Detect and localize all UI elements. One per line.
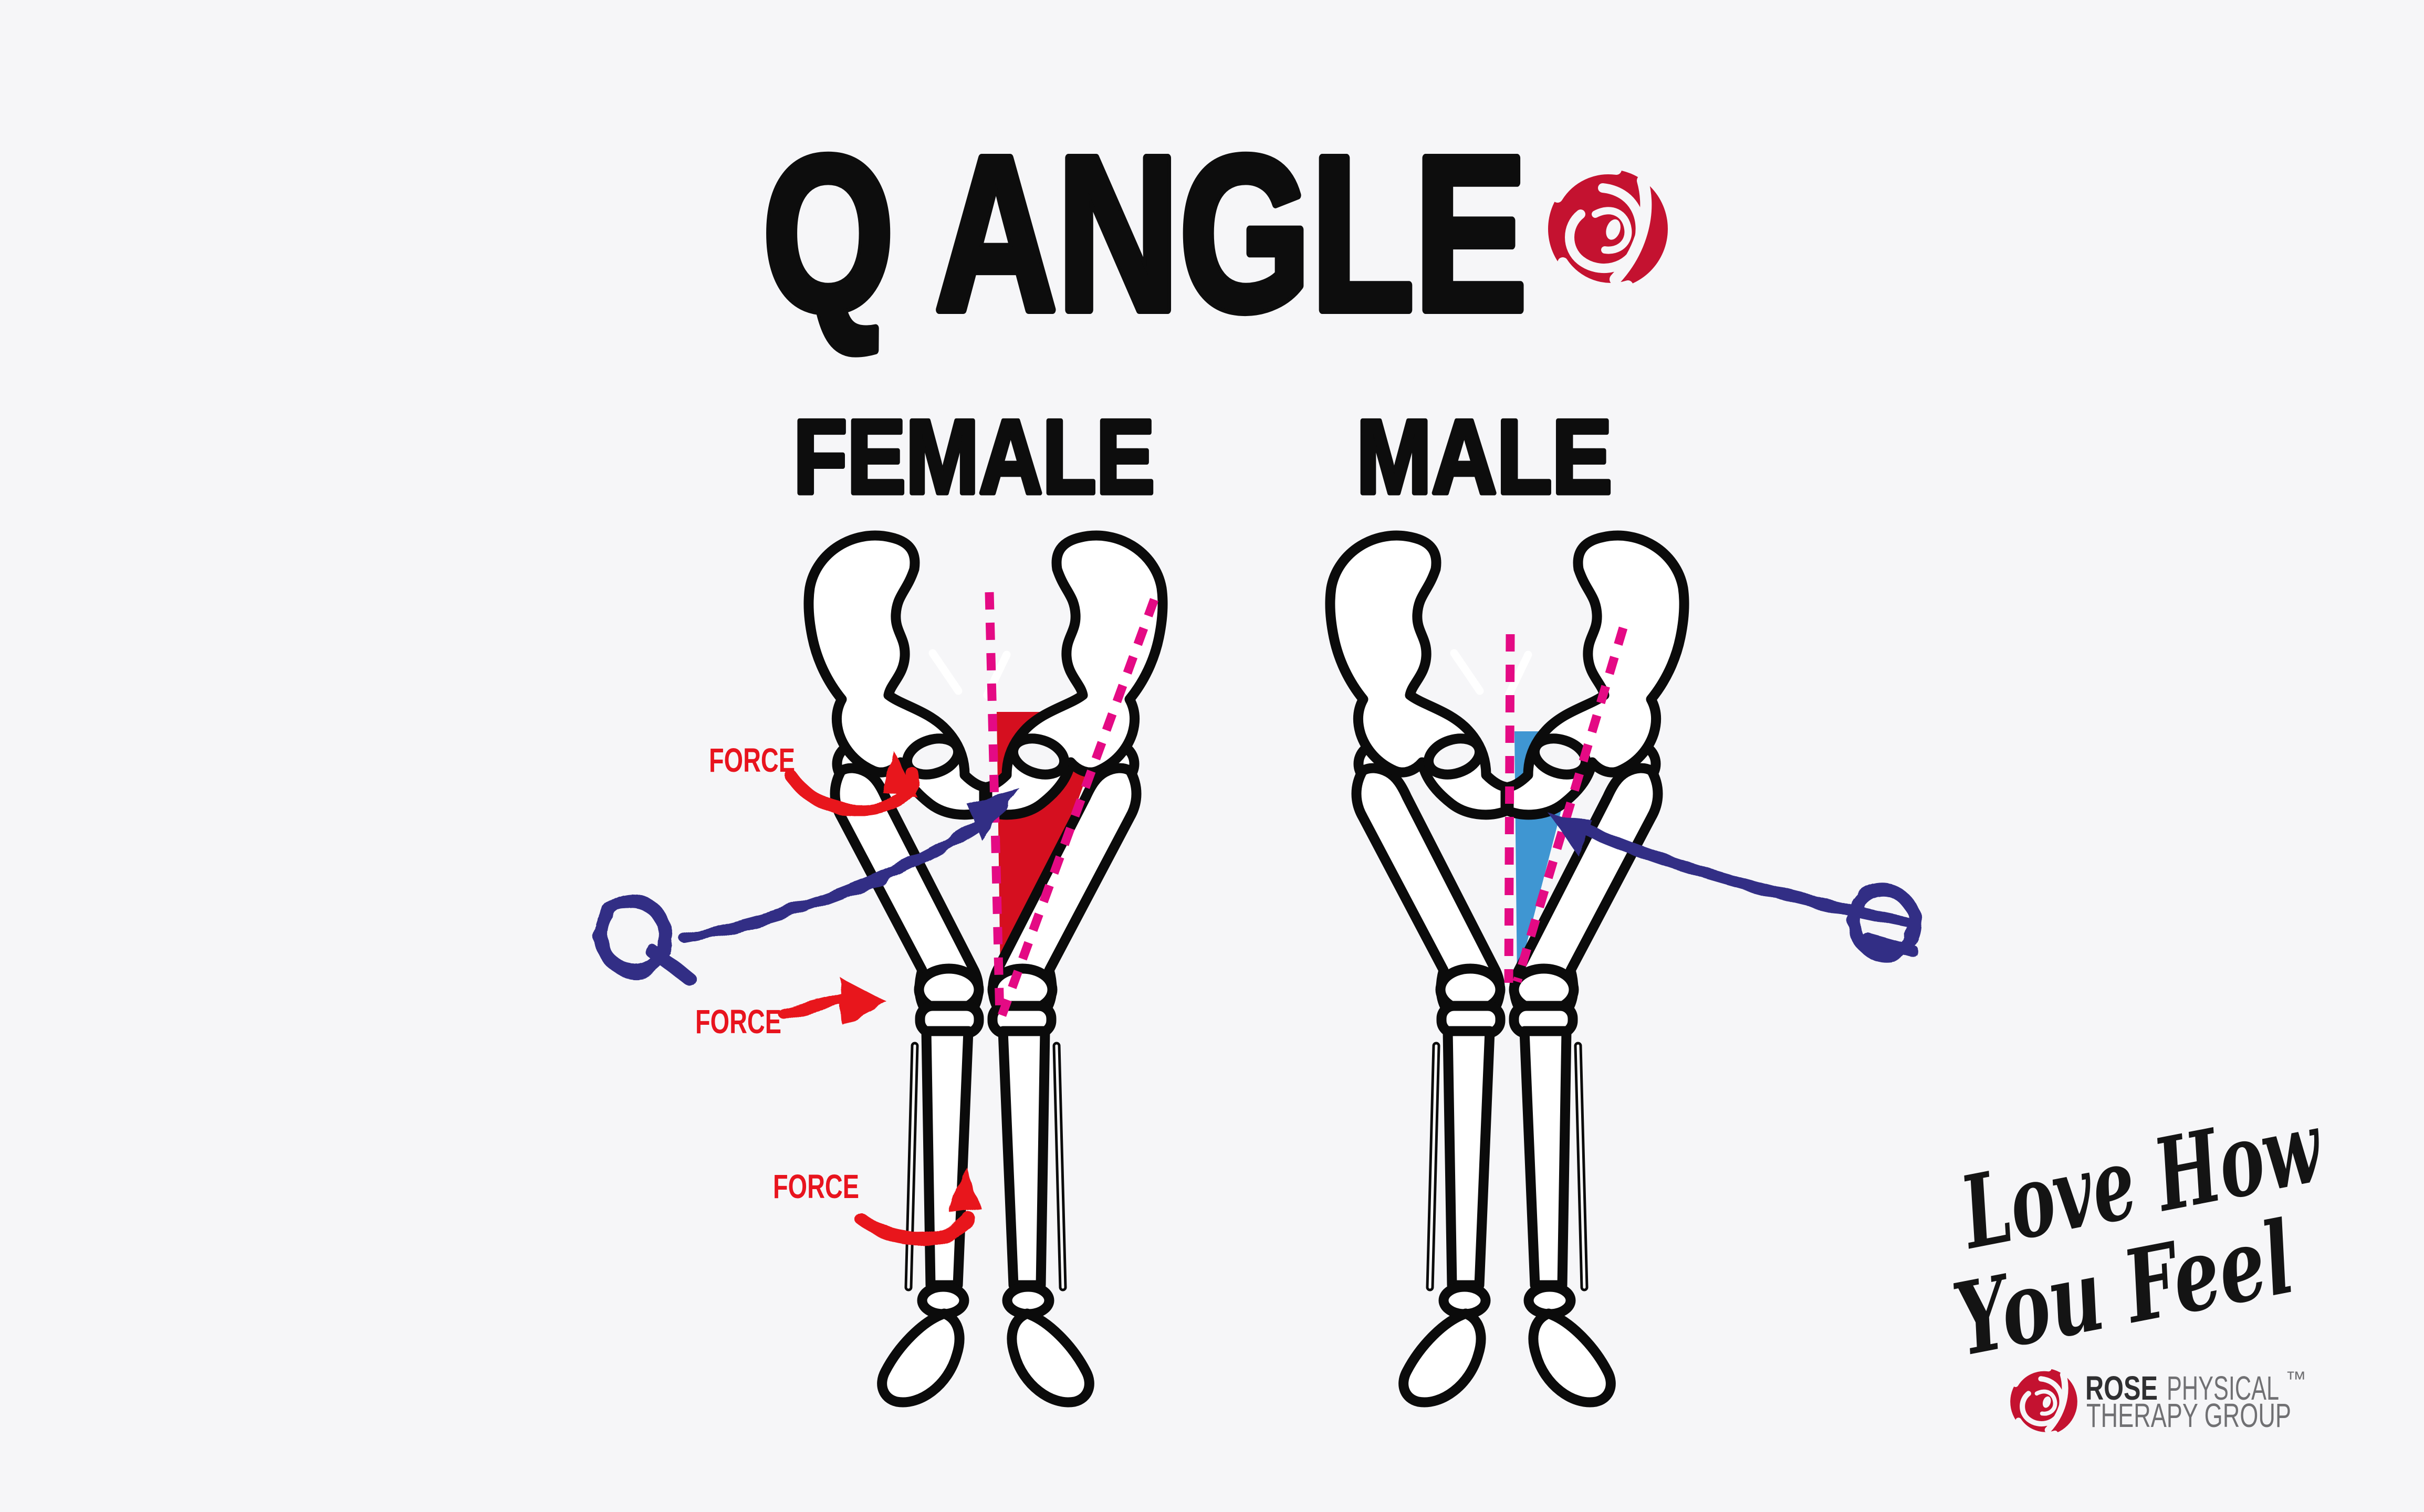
rose-logo-top	[1548, 169, 1668, 289]
force-label-bottom: FORCE	[773, 1168, 859, 1205]
header: Q ANGLE	[758, 107, 1668, 361]
page-title: Q ANGLE	[762, 111, 1527, 357]
force-label-middle: FORCE	[695, 1003, 781, 1041]
male-vertical-dashed-line	[1504, 634, 1515, 983]
q-arrow-male-head	[1547, 812, 1594, 857]
brand-trademark: ™	[2285, 1368, 2306, 1391]
footer-brand: Love How You Feel ROSE PHYSICAL ™ THERAP…	[1945, 1087, 2333, 1435]
brand-line2: THERAPY GROUP	[2086, 1396, 2291, 1434]
force-arrows	[779, 750, 981, 1245]
male-skeleton-group	[1330, 536, 1684, 1402]
force-arrow-middle-head	[840, 977, 887, 1025]
q-letter-right-tail	[1861, 932, 1919, 958]
q-arrow-female-curve	[679, 816, 989, 943]
brand-name-primary: ROSE	[2085, 1369, 2158, 1407]
q-arrow-male-curve	[1575, 822, 1915, 928]
q-letter-right	[1847, 884, 1921, 961]
column-label-male: MALE	[1356, 398, 1612, 516]
q-arrow-female-head	[967, 789, 1021, 841]
female-femur-axis-dashed-line	[998, 598, 1158, 1017]
male-reference-lines	[1504, 626, 1628, 983]
force-arrow-bottom-curve	[855, 1212, 975, 1245]
female-vertical-dashed-line	[985, 592, 1005, 1017]
female-skeleton-group	[809, 536, 1163, 1402]
female-skeleton	[809, 536, 1163, 1402]
rose-logo-footer	[2010, 1368, 2077, 1435]
female-reference-lines	[985, 592, 1158, 1017]
q-annotations	[593, 789, 1921, 985]
force-arrow-middle-shaft	[779, 993, 850, 1021]
q-annotation-female	[593, 789, 1021, 985]
q-annotation-male	[1547, 812, 1921, 961]
male-femur-axis-dashed-line	[1512, 626, 1628, 983]
column-label-female: FEMALE	[793, 398, 1155, 516]
force-arrow-top-head	[882, 750, 918, 799]
brand-name-secondary: PHYSICAL	[2167, 1369, 2279, 1407]
force-label-top: FORCE	[709, 741, 795, 779]
force-annotations: FORCE FORCE FORCE	[695, 741, 981, 1245]
q-letter-left	[593, 894, 673, 979]
q-letter-left-tail	[645, 944, 696, 985]
force-arrow-bottom-head	[950, 1166, 981, 1213]
